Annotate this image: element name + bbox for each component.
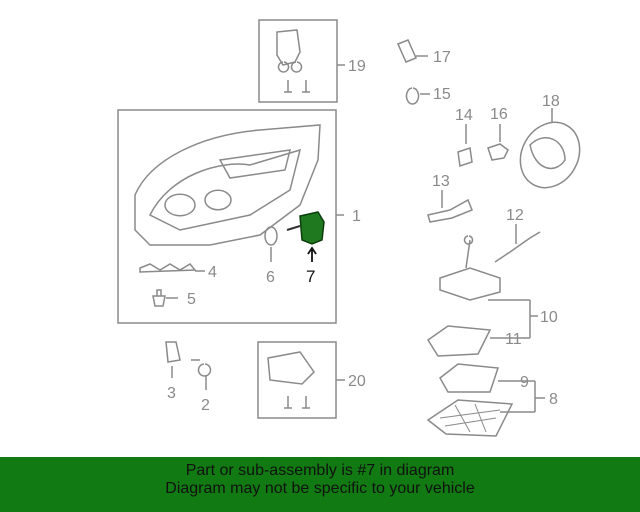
part-17-bulb-icon xyxy=(396,39,418,63)
part-9-gasket-icon xyxy=(439,363,500,393)
callout-17: 17 xyxy=(433,49,451,66)
part-20-bracket-icon xyxy=(267,351,315,385)
callout-7-highlighted[interactable]: 7 xyxy=(306,267,315,286)
part-12-wire-icon xyxy=(494,231,541,263)
callout-19: 19 xyxy=(348,58,366,75)
headlamp-outline xyxy=(134,124,321,246)
part-1-box xyxy=(117,109,337,324)
part-19-box xyxy=(258,19,338,103)
part-8-cover-icon xyxy=(426,399,514,437)
callout-10: 10 xyxy=(540,309,558,326)
info-banner: Part or sub-assembly is #7 in diagram Di… xyxy=(0,457,640,512)
callout-18: 18 xyxy=(542,93,560,110)
part-13-bulb-icon xyxy=(427,198,473,223)
part-14-bulb-icon xyxy=(457,147,473,167)
parts-diagram: 19 17 15 14 16 18 1 13 12 6 4 5 10 11 3 … xyxy=(117,19,581,437)
part-19-bracket-icon xyxy=(276,29,303,73)
callout-12: 12 xyxy=(506,207,524,224)
part-11-gasket-icon xyxy=(426,325,492,357)
part-4-gasket-icon xyxy=(139,263,197,273)
banner-line-2: Diagram may not be specific to your vehi… xyxy=(165,480,475,497)
part-5-clip-icon xyxy=(152,289,166,307)
part-7-highlight[interactable] xyxy=(299,211,325,245)
callout-8: 8 xyxy=(549,391,558,408)
callout-4: 4 xyxy=(208,264,217,281)
part-15-bulb-icon xyxy=(405,87,420,105)
callout-13: 13 xyxy=(432,173,450,190)
callout-1: 1 xyxy=(352,208,361,225)
part-16-socket-icon xyxy=(487,143,509,161)
callout-14: 14 xyxy=(455,107,473,124)
part-10-ballast-icon xyxy=(439,267,501,301)
part-19-screws-icon xyxy=(284,80,310,93)
banner-line-1: Part or sub-assembly is #7 in diagram xyxy=(185,462,455,479)
callout-11: 11 xyxy=(505,331,522,348)
callout-15: 15 xyxy=(433,86,451,103)
part-3-nut-icon xyxy=(165,341,181,363)
callout-9: 9 xyxy=(520,374,529,391)
part-6-ring-icon xyxy=(264,226,278,246)
callout-6: 6 xyxy=(266,269,275,286)
part-18-cover-icon xyxy=(519,121,581,189)
part-2-screw-icon xyxy=(191,359,212,377)
callout-20: 20 xyxy=(348,373,366,390)
callout-16: 16 xyxy=(490,106,508,123)
callout-3: 3 xyxy=(167,385,176,402)
callout-2: 2 xyxy=(201,397,210,414)
callout-5: 5 xyxy=(187,291,196,308)
